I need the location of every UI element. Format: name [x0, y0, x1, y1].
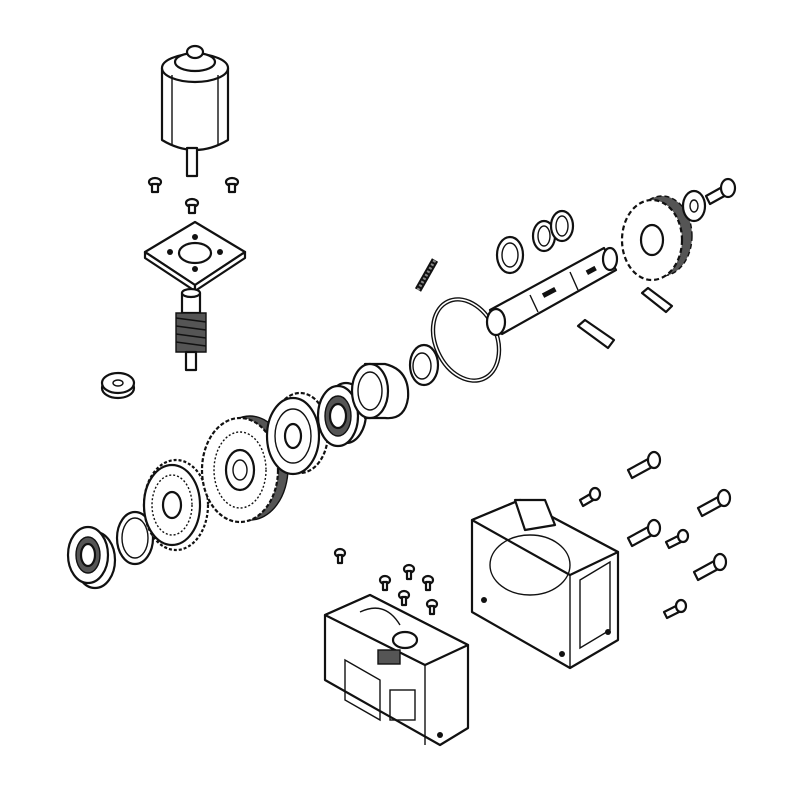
motor-mount-plate [143, 220, 247, 293]
housing-screw [378, 574, 392, 592]
motor-screw [184, 197, 200, 215]
housing-screw [425, 598, 439, 616]
washer [681, 189, 707, 223]
bearing-sleeve [350, 362, 410, 420]
bolt [704, 177, 737, 206]
housing-bolt [626, 450, 662, 480]
washer [100, 371, 136, 400]
housing-bolt [626, 518, 662, 548]
spring-pin [414, 258, 439, 292]
gearbox-housing-left [323, 593, 470, 747]
motor [160, 44, 230, 178]
ball-bearing [66, 525, 117, 590]
housing-screw [402, 563, 416, 581]
gearbox-housing-right [470, 498, 620, 670]
shaft-ring [495, 235, 525, 275]
spur-gear [200, 415, 289, 524]
output-shaft [485, 246, 619, 337]
dowel-pin [640, 286, 674, 314]
sprocket [620, 195, 693, 282]
worm-gear [175, 287, 207, 372]
housing-bolt [664, 528, 690, 550]
shaft-ring [549, 209, 575, 243]
key [576, 318, 616, 350]
housing-screw [397, 589, 411, 607]
housing-screw [333, 547, 347, 565]
housing-bolt [692, 552, 728, 582]
housing-screw [421, 574, 435, 592]
motor-screw [224, 176, 240, 194]
motor-screw [147, 176, 163, 194]
housing-bolt [578, 486, 602, 508]
housing-bolt [662, 598, 688, 620]
bevel-gear [142, 458, 210, 552]
housing-bolt [696, 488, 732, 518]
retaining-ring [408, 343, 440, 387]
